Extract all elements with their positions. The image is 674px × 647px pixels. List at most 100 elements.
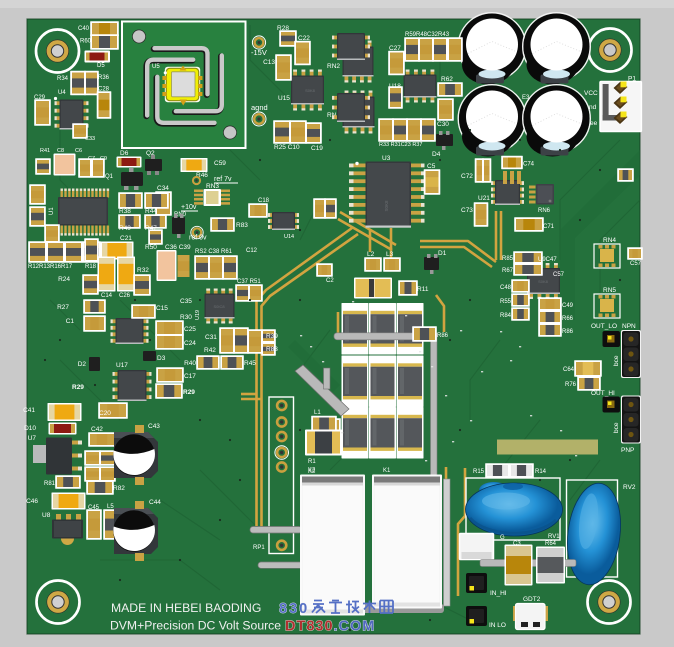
svg-text:R33 R31C23 R37: R33 R31C23 R37 [379, 142, 422, 148]
svg-text:L5: L5 [107, 504, 114, 510]
svg-text:R41: R41 [40, 148, 50, 154]
svg-text:R39: R39 [266, 333, 278, 340]
svg-text:C59: C59 [214, 160, 226, 167]
svg-text:R29: R29 [183, 389, 195, 396]
svg-text:IN_HI: IN_HI [490, 590, 507, 597]
svg-text:Q2: Q2 [146, 150, 155, 157]
svg-text:C44: C44 [149, 499, 161, 506]
svg-text:RP1: RP1 [253, 545, 265, 551]
svg-text:P1: P1 [628, 76, 636, 83]
svg-text:D6: D6 [120, 150, 129, 157]
svg-text:C34: C34 [157, 185, 169, 192]
svg-text:L2: L2 [367, 251, 375, 258]
svg-text:R42: R42 [204, 347, 216, 354]
svg-text:R50: R50 [145, 244, 157, 251]
svg-text:R30: R30 [180, 314, 192, 321]
svg-text:R12R13R16R17: R12R13R16R17 [28, 264, 73, 270]
svg-text:C49: C49 [562, 303, 574, 309]
svg-text:U8: U8 [42, 512, 51, 519]
svg-text:GDT2: GDT2 [523, 596, 541, 603]
svg-text:C14: C14 [101, 293, 113, 299]
svg-text:RV1: RV1 [548, 534, 560, 540]
svg-text:RV2: RV2 [623, 484, 636, 491]
svg-text:U19: U19 [195, 310, 201, 320]
svg-text:MADE IN HEBEI BAODING: MADE IN HEBEI BAODING [111, 601, 261, 615]
svg-text:R86: R86 [562, 329, 574, 335]
svg-text:ref 7v: ref 7v [214, 176, 232, 183]
svg-text:K1: K1 [383, 468, 391, 474]
svg-text:E3: E3 [522, 95, 530, 101]
svg-text:ee: ee [590, 120, 598, 127]
svg-text:bce: bce [613, 355, 620, 366]
svg-text:C31: C31 [205, 334, 217, 341]
svg-text:R55: R55 [500, 299, 512, 305]
svg-text:C28: C28 [98, 87, 110, 93]
svg-text:OUT_LO: OUT_LO [591, 323, 617, 330]
svg-text:U17: U17 [116, 362, 128, 369]
svg-text:C3: C3 [513, 541, 521, 547]
svg-text:R64: R64 [545, 541, 557, 547]
svg-text:C19: C19 [311, 145, 323, 152]
svg-text:R62: R62 [441, 76, 453, 83]
svg-text:U1: U1 [49, 207, 55, 215]
svg-text:L3: L3 [386, 251, 394, 258]
svg-text:R86: R86 [437, 333, 449, 339]
svg-text:R44: R44 [145, 208, 157, 215]
svg-text:D3: D3 [157, 355, 166, 362]
svg-text:DT830.COM: DT830.COM [285, 619, 375, 635]
svg-text:PNP: PNP [621, 447, 634, 454]
svg-text:U3: U3 [382, 155, 391, 162]
svg-text:C17: C17 [184, 373, 196, 380]
svg-text:U14: U14 [284, 234, 294, 240]
svg-text:U5: U5 [152, 64, 160, 70]
svg-text:R85: R85 [502, 256, 514, 262]
svg-text:R76: R76 [565, 382, 577, 388]
svg-text:C45: C45 [88, 505, 100, 511]
svg-text:R67: R67 [502, 268, 514, 274]
svg-text:C22: C22 [298, 35, 310, 42]
svg-text:U4: U4 [58, 90, 66, 96]
svg-text:RN4: RN4 [603, 237, 616, 244]
svg-text:R45: R45 [244, 360, 256, 367]
svg-text:C41: C41 [23, 407, 35, 414]
svg-text:R18: R18 [85, 264, 97, 270]
svg-text:S0K8: S0K8 [538, 279, 549, 284]
svg-text:R14: R14 [535, 469, 547, 475]
svg-text:U21: U21 [478, 195, 490, 202]
svg-text:C6: C6 [75, 148, 82, 154]
svg-text:R29: R29 [72, 384, 84, 391]
svg-text:R25 C10: R25 C10 [274, 144, 300, 151]
svg-text:C15: C15 [156, 305, 168, 312]
svg-text:R82: R82 [113, 485, 125, 492]
svg-text:R15: R15 [473, 469, 485, 475]
svg-text:RN6: RN6 [538, 208, 551, 214]
svg-text:R83: R83 [266, 346, 278, 353]
svg-text:C40: C40 [78, 26, 90, 32]
svg-text:R47: R47 [145, 225, 157, 232]
svg-text:R84: R84 [500, 313, 512, 319]
svg-text:G: G [500, 535, 505, 541]
svg-text:+10v: +10v [181, 204, 197, 211]
svg-text:R81: R81 [44, 481, 56, 487]
svg-text:U15: U15 [278, 95, 290, 102]
svg-text:IN LO: IN LO [489, 622, 506, 629]
svg-text:C21: C21 [120, 235, 132, 242]
svg-text:K2: K2 [308, 469, 316, 475]
svg-text:RN3: RN3 [206, 183, 219, 190]
svg-text:DVM+Precision DC Volt Source: DVM+Precision DC Volt Source [110, 619, 281, 633]
svg-text:C48: C48 [500, 285, 512, 291]
svg-text:C1: C1 [66, 318, 75, 325]
svg-text:C13: C13 [263, 59, 275, 66]
svg-text:C26: C26 [119, 293, 131, 299]
svg-text:R46: R46 [196, 172, 208, 179]
svg-text:RN2: RN2 [327, 63, 340, 70]
svg-text:C5: C5 [427, 163, 436, 170]
svg-text:C64: C64 [563, 367, 575, 373]
svg-text:VCC: VCC [584, 90, 598, 97]
svg-text:C57: C57 [630, 261, 642, 267]
svg-text:C57: C57 [553, 272, 565, 278]
svg-text:R28: R28 [277, 25, 289, 32]
svg-text:U9C47: U9C47 [538, 257, 557, 263]
svg-text:C29: C29 [34, 95, 46, 101]
svg-text:D5: D5 [97, 63, 105, 69]
